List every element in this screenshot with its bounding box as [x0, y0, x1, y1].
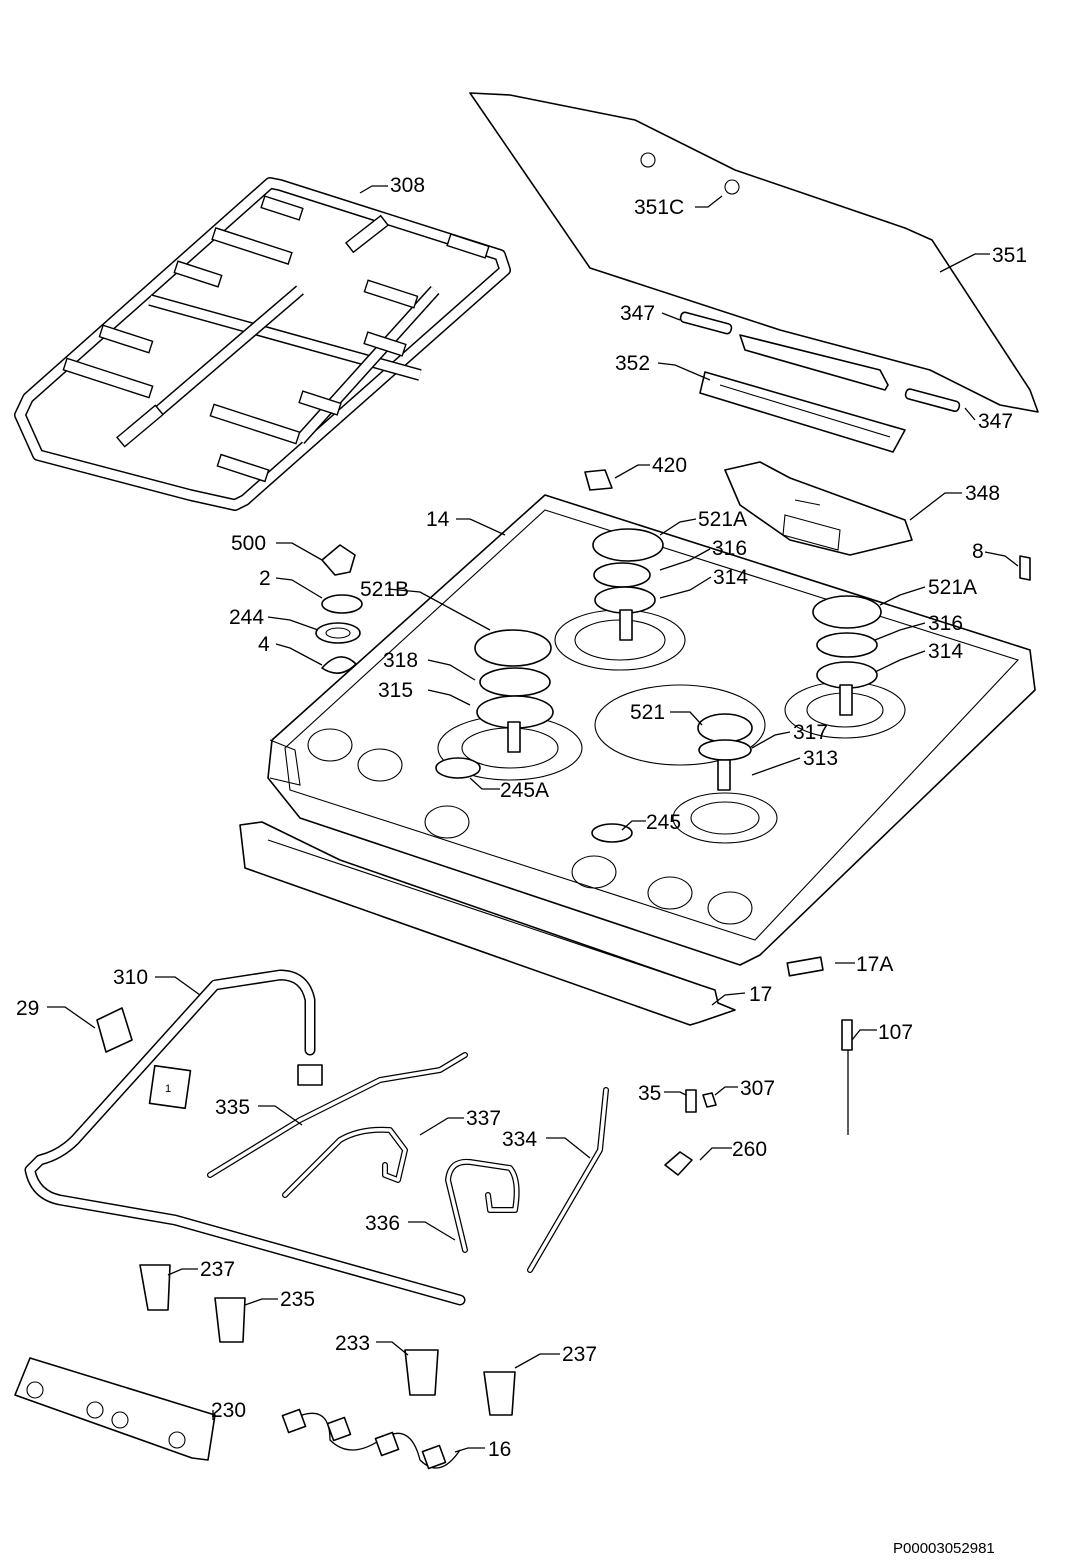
callout-317: 317 — [793, 721, 828, 744]
callout-335: 335 — [215, 1096, 250, 1119]
callout-351c: 351C — [634, 196, 684, 219]
callout-500: 500 — [231, 532, 266, 555]
callout-260: 260 — [732, 1138, 767, 1161]
callout-230: 230 — [211, 1399, 246, 1422]
callout-14: 14 — [426, 508, 450, 531]
callout-245a: 245A — [500, 779, 549, 802]
callout-347-top: 347 — [620, 302, 655, 325]
callout-4: 4 — [258, 633, 270, 656]
callout-314-right: 314 — [928, 640, 963, 663]
callout-347-bottom: 347 — [978, 410, 1013, 433]
ignition-harness-part-16 — [281, 1408, 461, 1470]
callout-244: 244 — [229, 606, 264, 629]
callout-313: 313 — [803, 747, 838, 770]
callout-310: 310 — [113, 966, 148, 989]
callout-521b: 521B — [360, 578, 409, 601]
callout-35: 35 — [638, 1082, 661, 1105]
callout-337: 337 — [466, 1107, 501, 1130]
callout-351: 351 — [992, 244, 1027, 267]
control-panel-part-17 — [239, 821, 824, 1026]
gas-taps — [139, 1264, 516, 1416]
callout-521a-top: 521A — [698, 508, 747, 531]
gas-tubes-parts-335-337-336-334 — [207, 1052, 609, 1273]
callout-420: 420 — [652, 454, 687, 477]
callout-245: 245 — [646, 811, 681, 834]
gas-pipe-part-310 — [24, 969, 466, 1306]
small-parts-420-348-8 — [584, 461, 1031, 581]
callout-233: 233 — [335, 1332, 370, 1355]
leader-lines — [47, 185, 1019, 1453]
hinge-parts-347-352 — [679, 311, 961, 453]
reference-code: P00003052981 — [893, 1540, 995, 1557]
glass-lid-part-351 — [469, 92, 1039, 413]
knob-holes — [307, 728, 753, 925]
callout-8: 8 — [972, 540, 984, 563]
callout-521a-right: 521A — [928, 576, 977, 599]
callout-307: 307 — [740, 1077, 775, 1100]
callout-315: 315 — [378, 679, 413, 702]
callout-336: 336 — [365, 1212, 400, 1235]
callout-352: 352 — [615, 352, 650, 375]
callout-334: 334 — [502, 1128, 537, 1151]
burners — [474, 528, 882, 791]
callout-316-right: 316 — [928, 612, 963, 635]
callout-17: 17 — [749, 983, 772, 1006]
callout-235: 235 — [280, 1288, 315, 1311]
pipe-tag-label: 1 — [165, 1083, 171, 1095]
callout-308: 308 — [390, 174, 425, 197]
callout-521: 521 — [630, 701, 665, 724]
callout-318: 318 — [383, 649, 418, 672]
callout-316-top: 316 — [712, 537, 747, 560]
callout-237-left: 237 — [200, 1258, 235, 1281]
callout-labels: 308 351C 351 347 352 347 420 348 14 521A… — [16, 174, 1027, 1557]
bracket-part-230 — [14, 1357, 216, 1461]
callout-16: 16 — [488, 1438, 511, 1461]
callout-237-right: 237 — [562, 1343, 597, 1366]
pan-support-part-308 — [14, 177, 511, 511]
callout-314-top: 314 — [713, 566, 748, 589]
callout-348: 348 — [965, 482, 1000, 505]
callout-2: 2 — [259, 567, 271, 590]
small-parts-107-35-307-260 — [664, 1019, 853, 1176]
burner-rings — [437, 609, 906, 844]
callout-107: 107 — [878, 1021, 913, 1044]
callout-29: 29 — [16, 997, 39, 1020]
knob-stack-parts-500-2-244-4 — [315, 544, 633, 843]
callout-17a: 17A — [856, 953, 893, 976]
